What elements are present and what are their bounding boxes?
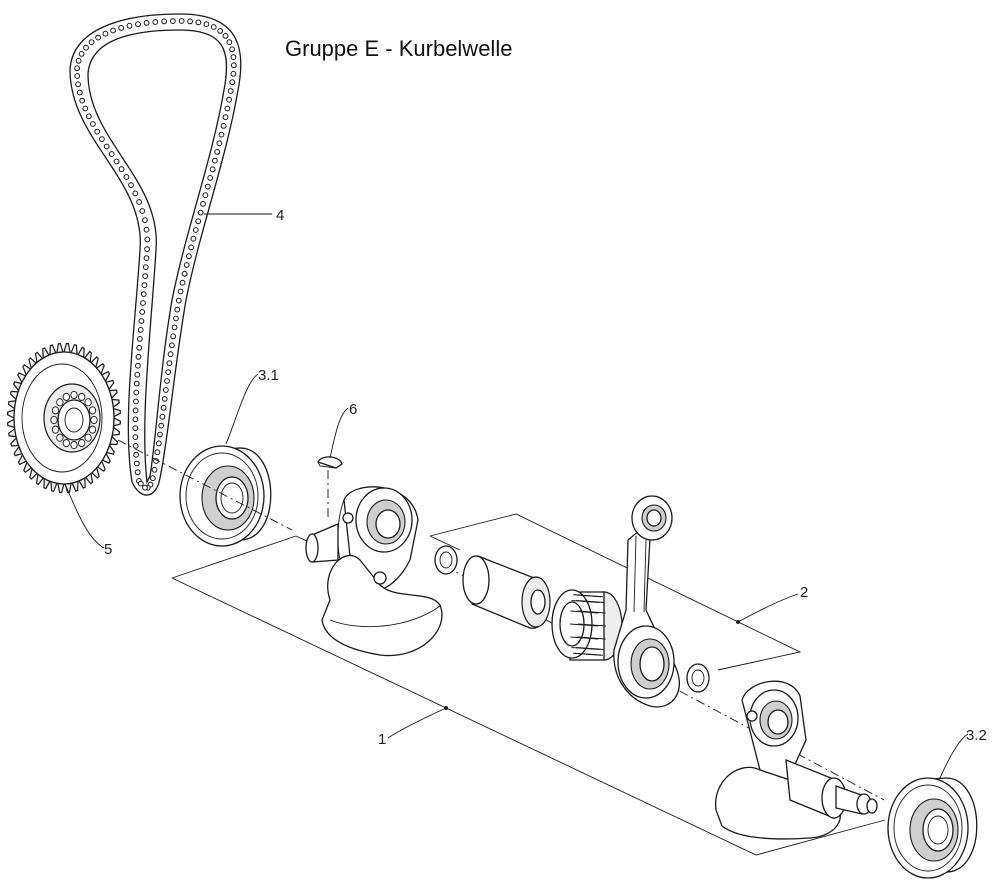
conrod-plane [429, 513, 802, 671]
bearing-3-2 [887, 777, 978, 879]
bearing-3-1 [179, 445, 272, 547]
callout-6: 6 [349, 401, 357, 418]
callout-4: 4 [276, 207, 284, 224]
thrust-washer [686, 663, 710, 693]
callouts: 4 3.1 6 5 2 1 3.2 [65, 207, 987, 779]
callout-5: 5 [104, 541, 112, 558]
diagram-title: Gruppe E - Kurbelwelle [285, 36, 513, 61]
timing-chain [69, 13, 242, 496]
callout-1: 1 [378, 731, 386, 748]
connecting-rod [613, 495, 680, 708]
callout-2: 2 [800, 584, 808, 601]
crank-web-left [305, 486, 443, 657]
callout-3-1: 3.1 [258, 367, 279, 384]
crank-web-right [715, 680, 878, 840]
callout-3-2: 3.2 [966, 727, 987, 744]
needle-bearing [551, 589, 623, 661]
woodruff-key-6 [317, 456, 343, 520]
crank-gear [6, 342, 122, 494]
crank-pin [434, 545, 551, 629]
